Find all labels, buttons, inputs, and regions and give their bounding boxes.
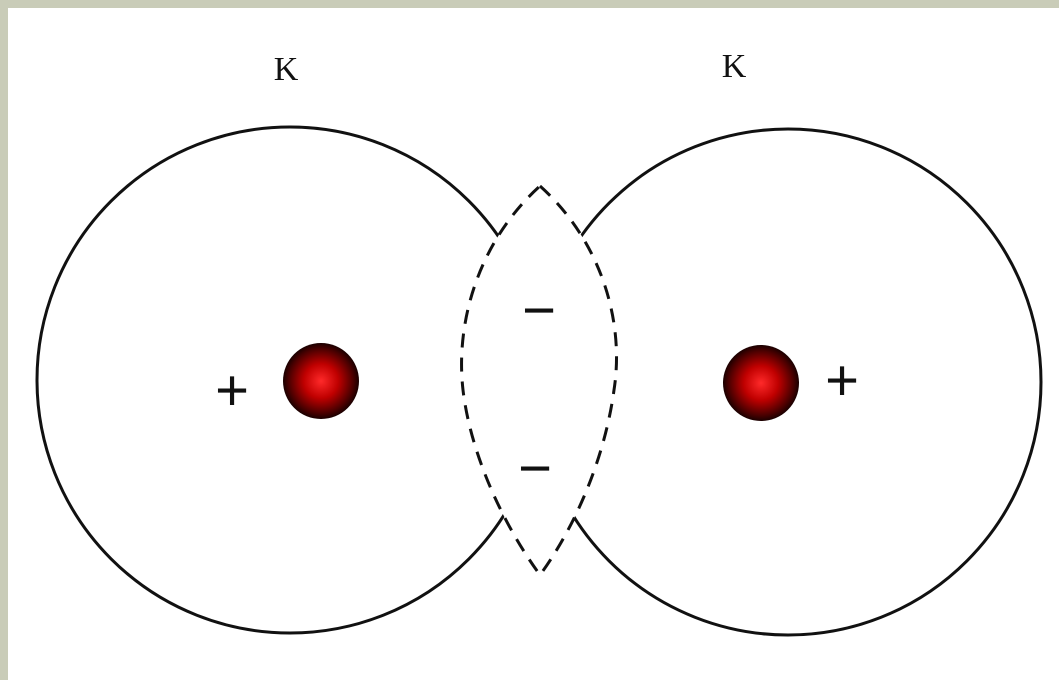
left-atom-label: K <box>274 51 299 88</box>
right-atom-label: K <box>722 48 747 85</box>
overlap-mask <box>461 186 617 575</box>
lower-negative-charge: − <box>518 436 552 501</box>
right-positive-charge: + <box>825 348 859 413</box>
shared-electron-region <box>460 183 618 578</box>
upper-negative-charge: − <box>522 278 556 343</box>
left-positive-charge: + <box>215 358 249 423</box>
right-nucleus <box>723 345 799 421</box>
left-nucleus <box>283 343 359 419</box>
